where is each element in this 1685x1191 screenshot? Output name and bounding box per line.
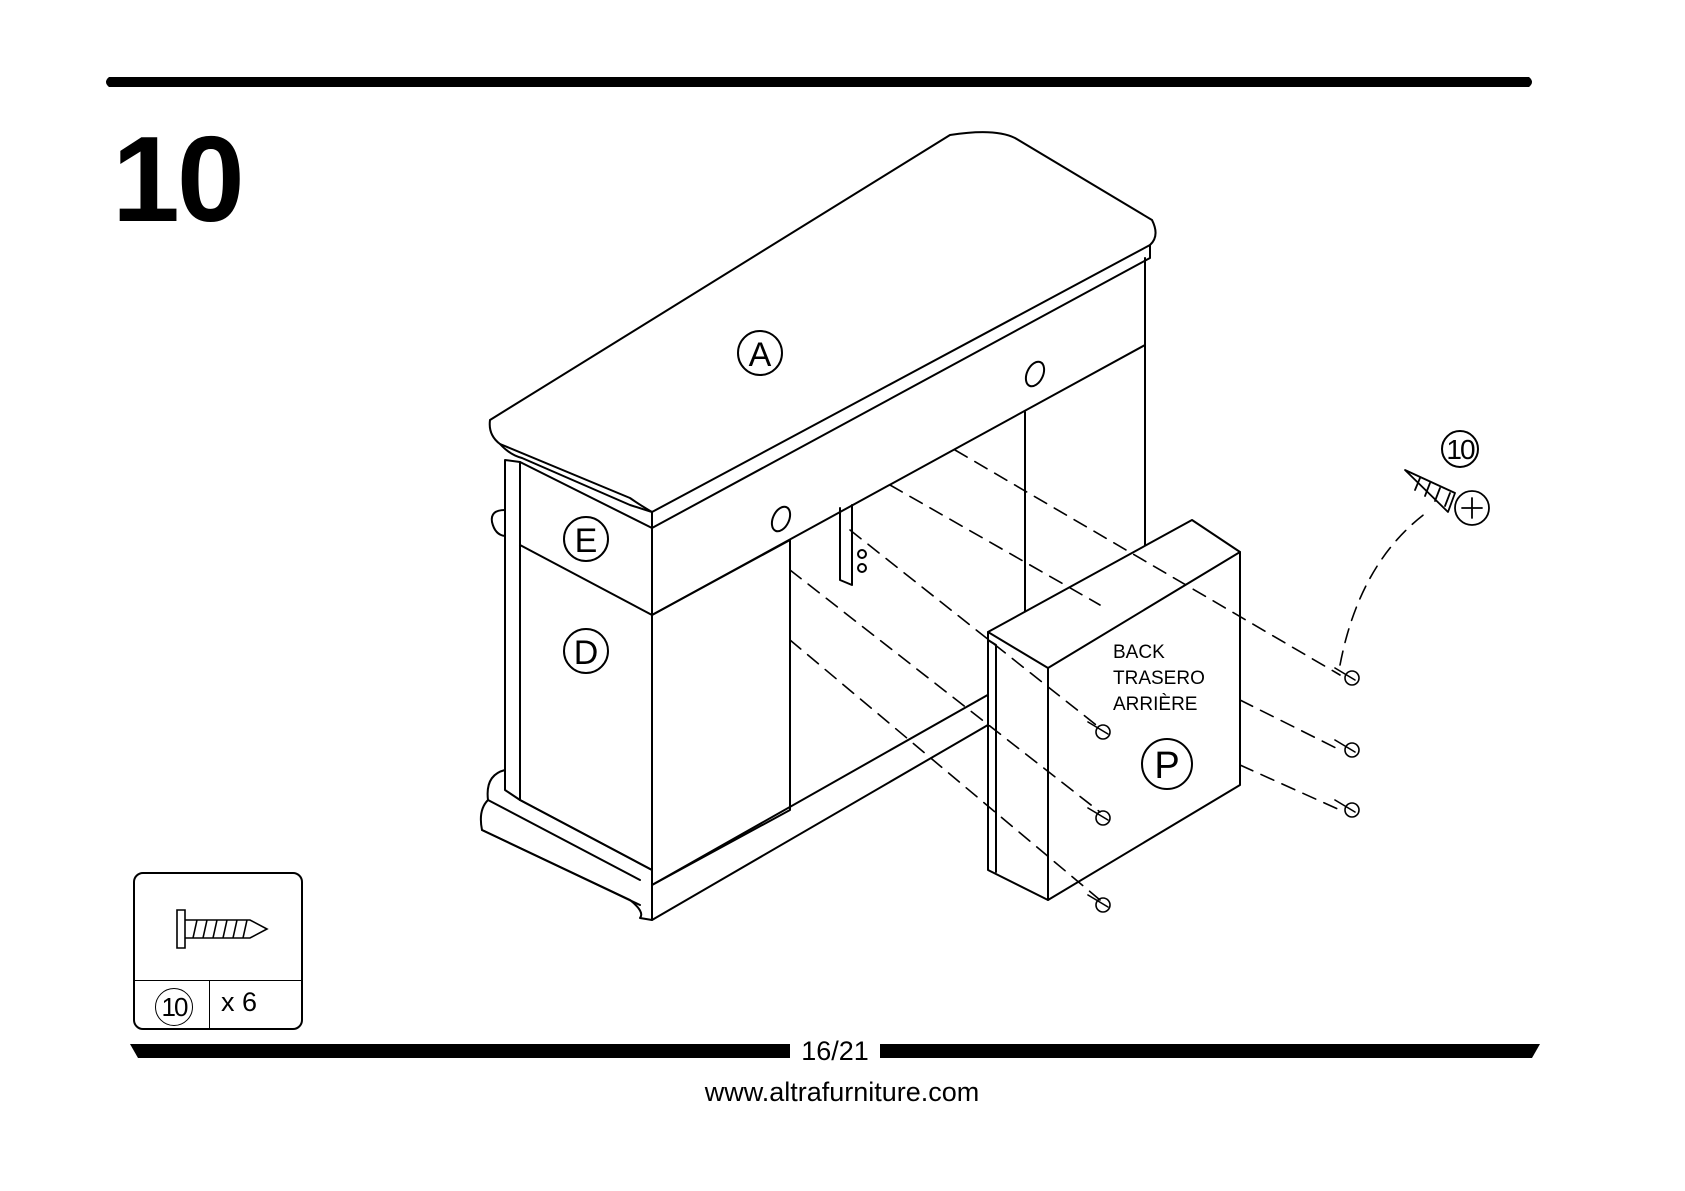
screw-callout-number: 10: [1446, 434, 1475, 465]
hardware-part-number: 10: [155, 988, 193, 1026]
page-number: 16/21: [790, 1036, 880, 1066]
back-label-es: TRASERO: [1113, 668, 1205, 689]
hardware-divider: [135, 980, 301, 981]
part-e-label: E: [575, 522, 598, 560]
hardware-divider-vertical: [209, 980, 210, 1028]
back-label-en: BACK: [1113, 642, 1165, 663]
screw-callout-icon: [1405, 470, 1489, 525]
website-url: www.altrafurniture.com: [592, 1076, 1092, 1108]
part-d-label: D: [574, 634, 599, 672]
part-a-label: A: [749, 336, 772, 374]
left-side-panel: [505, 460, 520, 800]
back-label-fr: ARRIÈRE: [1113, 694, 1197, 715]
desk-top-panel: [490, 132, 1156, 512]
center-panel: [652, 540, 790, 885]
hardware-quantity: x 6: [221, 987, 257, 1017]
part-p-label: P: [1154, 745, 1179, 787]
hardware-box: 10 x 6: [133, 872, 303, 1030]
screw-icon: [175, 904, 271, 954]
